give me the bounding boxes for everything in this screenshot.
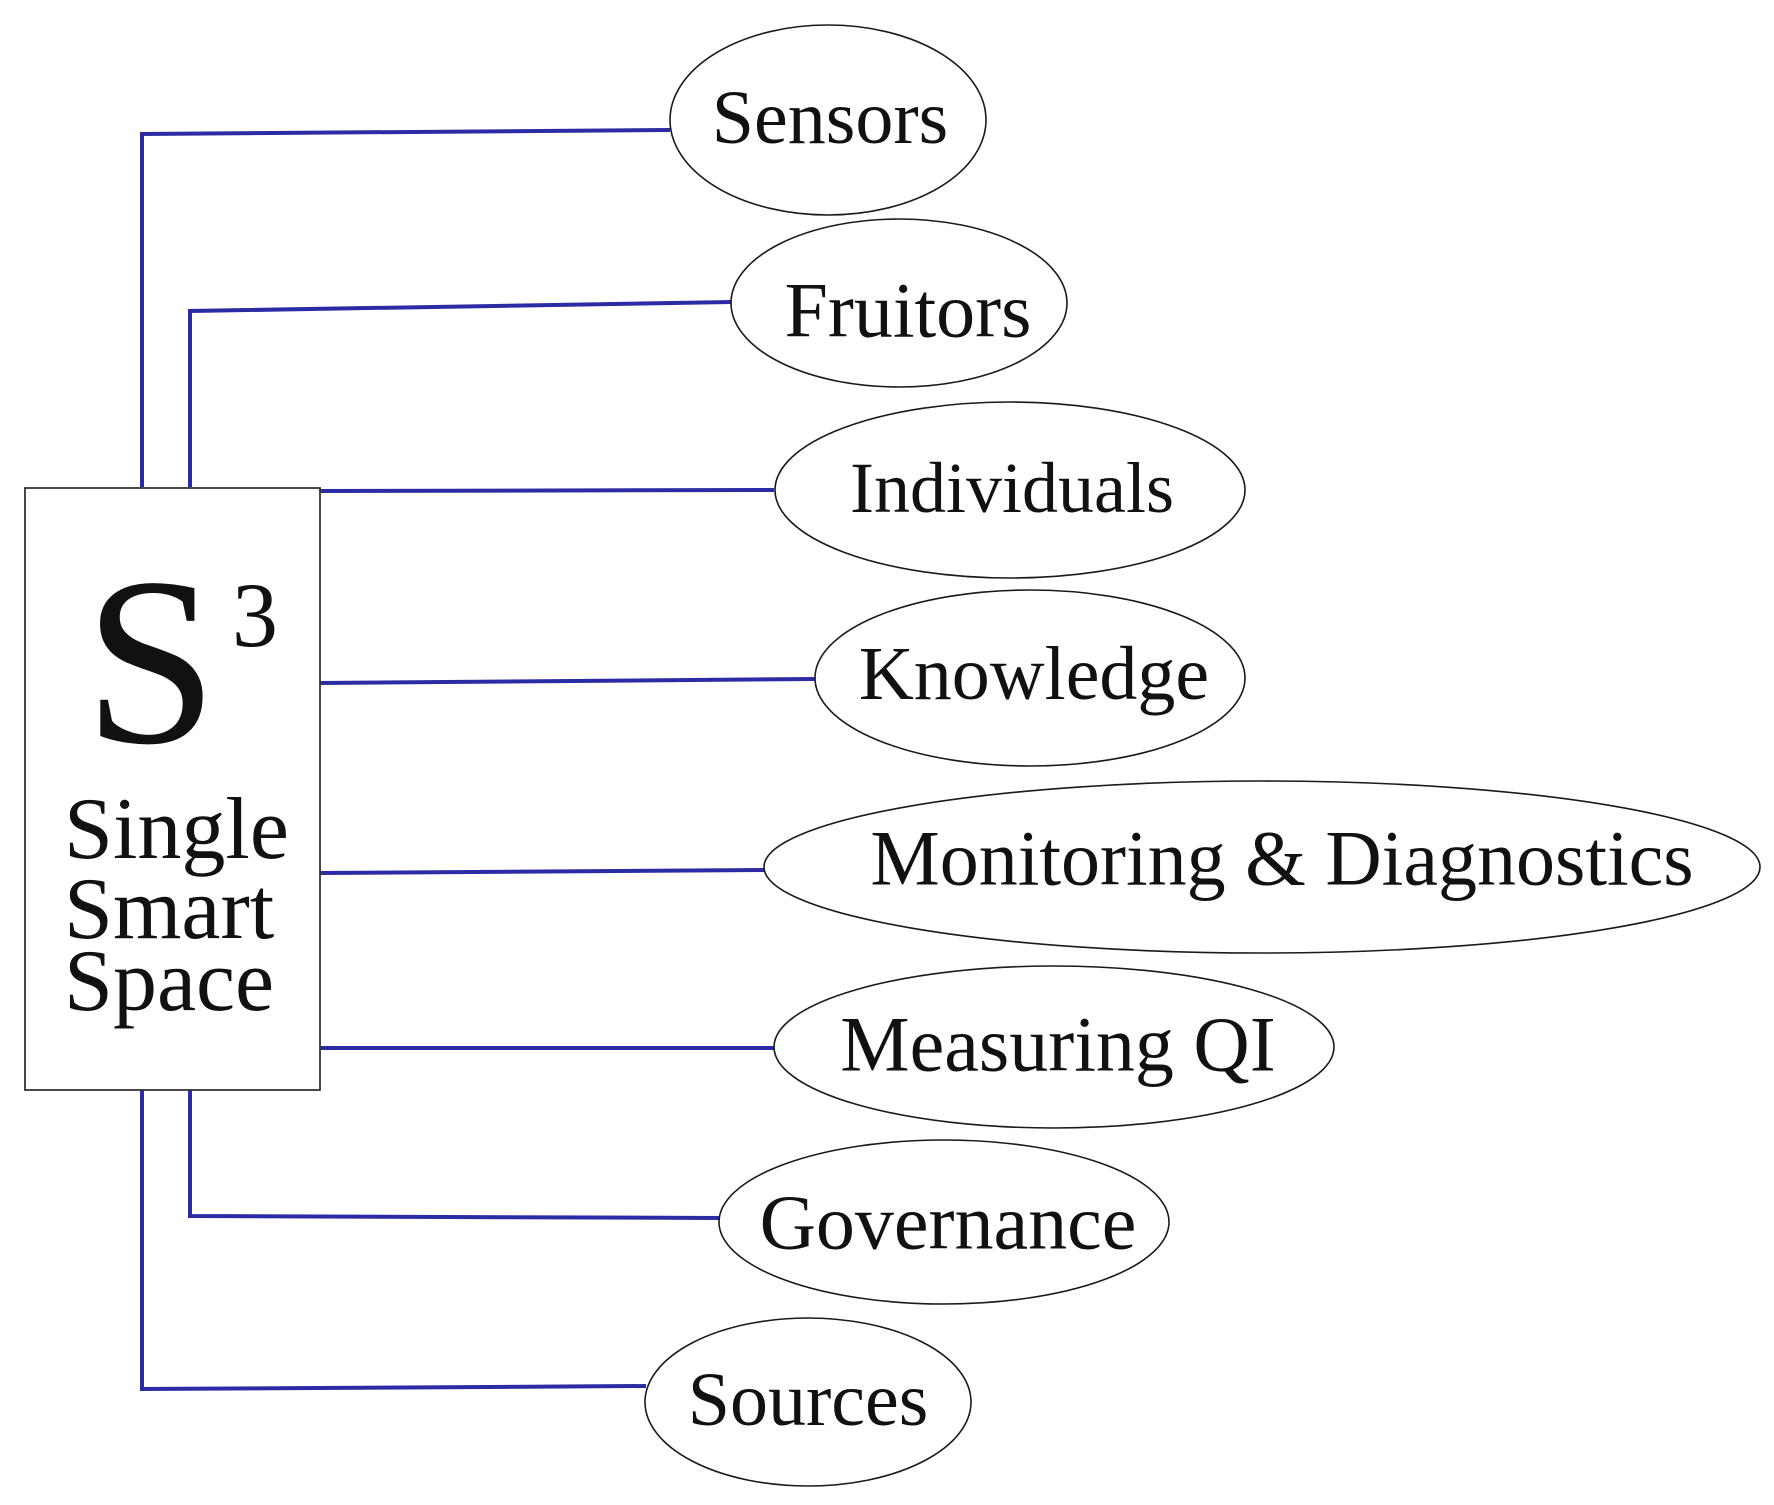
node-label-sensors: Sensors (712, 76, 948, 160)
node-ellipse (763, 780, 1761, 954)
node-ellipse (814, 589, 1246, 767)
node-label-individuals: Individuals (850, 448, 1174, 528)
hub-exponent: 3 (232, 564, 278, 666)
connectors (140, 128, 816, 1392)
node-ellipse (669, 24, 987, 216)
hub-line-single: Single (64, 781, 289, 878)
edge-sensors (140, 128, 671, 487)
hub-box (24, 487, 321, 1091)
node-ellipse (644, 1317, 972, 1487)
node-ellipse (774, 401, 1246, 579)
edge-knowledge (319, 677, 816, 685)
edge-individuals (319, 488, 775, 493)
edge-sources (140, 1090, 647, 1392)
node-label-sources: Sources (688, 1358, 929, 1442)
edge-fruitors (188, 300, 733, 487)
node-label-monitoring: Monitoring & Diagnostics (870, 815, 1693, 902)
node-governance: Governance (718, 1139, 1170, 1305)
hub-line-space: Space (64, 933, 274, 1030)
node-ellipse (730, 218, 1068, 388)
node-label-fruitors: Fruitors (784, 267, 1031, 354)
node-knowledge: Knowledge (814, 589, 1246, 767)
node-label-measuring: Measuring QI (840, 1001, 1275, 1088)
node-ellipse (718, 1139, 1170, 1305)
hub-line-smart: Smart (64, 861, 274, 958)
node-label-governance: Governance (760, 1179, 1137, 1266)
node-sources: Sources (644, 1317, 972, 1487)
node-measuring: Measuring QI (773, 965, 1335, 1129)
node-ellipse (773, 965, 1335, 1129)
hub: S 3 Single Smart Space (24, 487, 321, 1091)
node-label-knowledge: Knowledge (859, 632, 1209, 716)
hub-symbol: S (84, 528, 217, 794)
edge-monitoring (319, 868, 766, 875)
node-sensors: Sensors (669, 24, 987, 216)
node-fruitors: Fruitors (730, 218, 1068, 388)
edge-governance (188, 1090, 721, 1220)
node-individuals: Individuals (774, 401, 1246, 579)
node-monitoring: Monitoring & Diagnostics (763, 780, 1761, 954)
